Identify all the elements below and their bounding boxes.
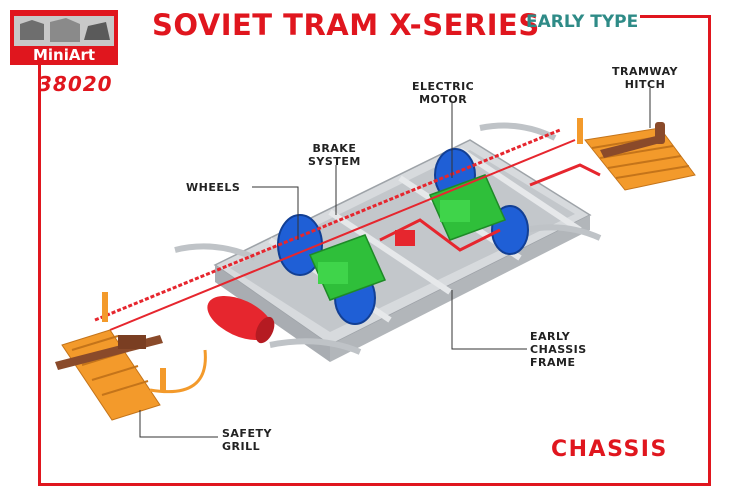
electric-motors: [308, 174, 507, 301]
brake-cylinder: [207, 295, 275, 344]
callout-lines: [139, 88, 651, 438]
front-tramway-hitch: [55, 335, 163, 370]
front-safety-grill: [61, 292, 207, 421]
kit-number: 38020: [38, 72, 113, 96]
miniart-logo: MiniArt: [10, 10, 118, 65]
callout-safety-grill: SAFETY GRILL: [222, 427, 272, 453]
callout-brake-system: BRAKE SYSTEM: [308, 142, 361, 168]
rear-safety-grill: [577, 118, 696, 191]
page-subtitle: EARLY TYPE: [526, 12, 639, 32]
logo-text: MiniArt: [33, 46, 95, 64]
section-label: CHASSIS: [551, 437, 668, 462]
callout-wheels: WHEELS: [186, 181, 241, 194]
callout-tramway-hitch: TRAMWAY HITCH: [612, 65, 678, 91]
brake-system: [94, 128, 601, 331]
page-border: [38, 15, 711, 486]
page-title: SOVIET TRAM X-SERIES: [152, 8, 540, 42]
page-border-top: [640, 15, 711, 18]
callout-electric-motor: ELECTRIC MOTOR: [412, 80, 475, 106]
callout-early-chassis-frame: EARLY CHASSIS FRAME: [530, 330, 587, 369]
rear-tramway-hitch: [600, 122, 665, 158]
